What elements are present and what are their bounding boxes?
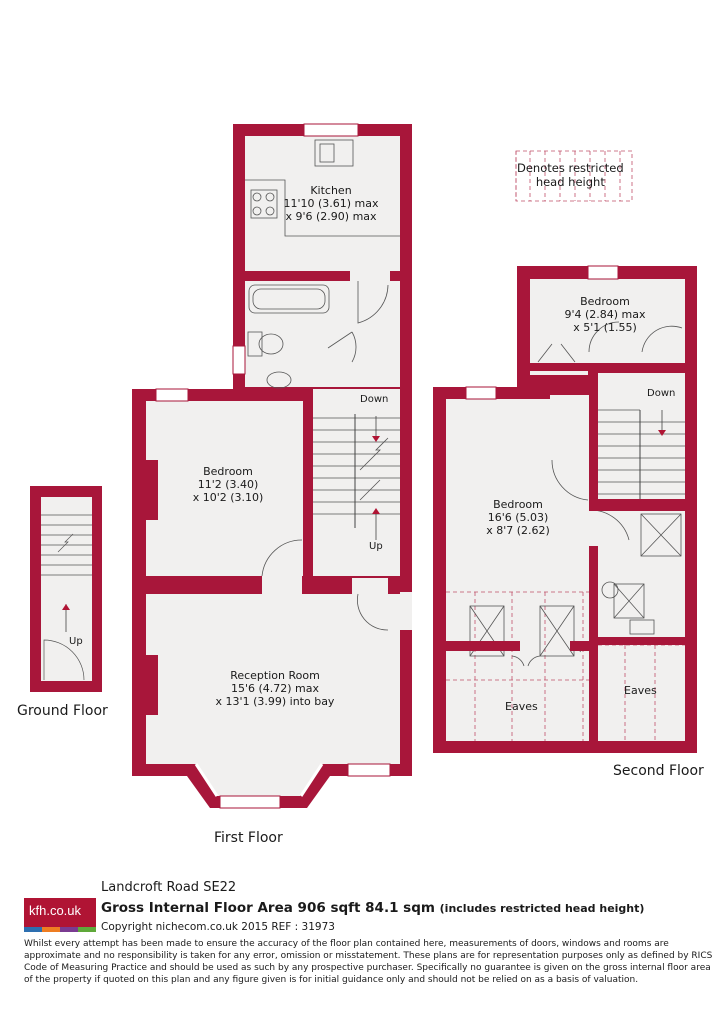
logo-bar-blue: [24, 927, 42, 932]
logo-bar-orange: [42, 927, 60, 932]
floor-name-second: Second Floor: [613, 763, 704, 779]
room-bedroom-second-small: Bedroom 9'4 (2.84) max x 5'1 (1.55): [564, 295, 645, 334]
kfh-logo: kfh.co.uk: [24, 898, 96, 932]
room-dimension: 11'10 (3.61) max: [283, 197, 379, 210]
room-name: Kitchen: [310, 184, 352, 197]
second-floor-plan: [433, 150, 697, 753]
room-name: Bedroom: [580, 295, 630, 308]
legend-line-1: Denotes restricted: [517, 161, 624, 175]
room-dimension: 16'6 (5.03): [487, 511, 549, 524]
legend-restricted-head-height: Denotes restricted head height: [517, 161, 624, 189]
disclaimer: Whilst every attempt has been made to en…: [24, 939, 713, 985]
room-name: Bedroom: [493, 498, 543, 511]
room-reception: Reception Room 15'6 (4.72) max x 13'1 (3…: [216, 669, 335, 708]
floor-name-ground: Ground Floor: [17, 703, 108, 719]
first-floor-plan: [132, 123, 412, 809]
logo-text: kfh.co.uk: [29, 903, 82, 918]
room-dimension: x 10'2 (3.10): [192, 491, 264, 504]
floor-name-first: First Floor: [214, 830, 283, 846]
stairs-up-label: Up: [69, 636, 83, 647]
gross-internal-area: Gross Internal Floor Area 906 sqft 84.1 …: [101, 900, 644, 916]
eaves-label-right: Eaves: [624, 684, 657, 697]
legend-line-2: head height: [535, 175, 605, 189]
room-dimension: x 13'1 (3.99) into bay: [215, 695, 335, 708]
room-dimension: x 8'7 (2.62): [486, 524, 550, 537]
room-dimension: x 9'6 (2.90) max: [285, 210, 377, 223]
room-kitchen: Kitchen 11'10 (3.61) max x 9'6 (2.90) ma…: [283, 184, 378, 223]
room-dimension: 9'4 (2.84) max: [564, 308, 646, 321]
ground-floor-plan: [30, 486, 102, 692]
stairs-down-label: Down: [360, 394, 389, 405]
room-dimension: 15'6 (4.72) max: [230, 682, 320, 695]
copyright: Copyright nichecom.co.uk 2015 REF : 3197…: [101, 921, 335, 933]
room-bedroom-second-large: Bedroom 16'6 (5.03) x 8'7 (2.62): [486, 498, 550, 537]
stairs-up-label: Up: [369, 541, 383, 552]
logo-bar-purple: [60, 927, 78, 932]
room-dimension: 11'2 (3.40): [197, 478, 259, 491]
logo-bar-green: [78, 927, 96, 932]
area-value: Gross Internal Floor Area 906 sqft 84.1 …: [101, 900, 435, 916]
room-dimension: x 5'1 (1.55): [573, 321, 637, 334]
stairs-down-label: Down: [647, 388, 676, 399]
eaves-label-left: Eaves: [505, 700, 538, 713]
room-name: Bedroom: [203, 465, 253, 478]
area-note: (includes restricted head height): [439, 902, 645, 915]
room-bedroom-first: Bedroom 11'2 (3.40) x 10'2 (3.10): [193, 465, 264, 504]
property-address: Landcroft Road SE22: [101, 880, 237, 895]
room-name: Reception Room: [230, 669, 320, 682]
